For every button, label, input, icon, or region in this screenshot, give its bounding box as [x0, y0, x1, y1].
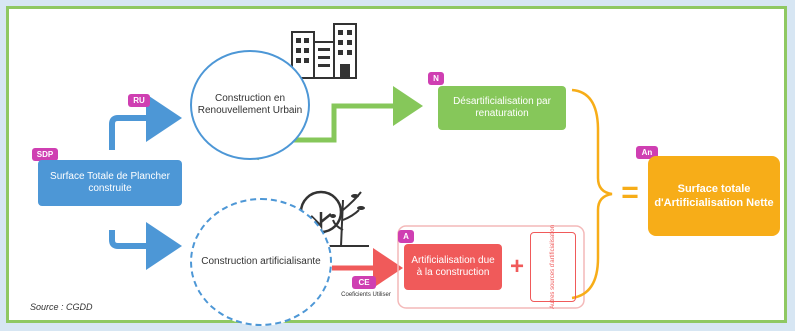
result-box: Surface totale d'Artificialisation Nette	[648, 156, 780, 236]
sdp-tag: SDP	[32, 148, 58, 161]
n-tag: N	[428, 72, 444, 85]
plus-sign: +	[509, 253, 524, 280]
desartificialisation-box: Désartificialisation par renaturation	[438, 86, 566, 130]
equals-sign: =	[621, 176, 639, 209]
ce-tag: CE	[352, 276, 376, 289]
artif-group-outline	[397, 225, 585, 309]
source-label: Source : CGDD	[30, 302, 93, 312]
arrow-sdp-to-ru	[109, 94, 182, 150]
arrow-sdp-to-artif	[109, 222, 182, 270]
a-tag: A	[398, 230, 414, 243]
an-tag: An	[636, 146, 658, 159]
ru-tag: RU	[128, 94, 150, 107]
circle-renouvellement-urbain: Construction en Renouvellement Urbain	[190, 50, 310, 160]
sdp-box: Surface Totale de Plancher construite	[38, 160, 182, 206]
artificialisation-box: Artificialisation due à la construction	[404, 244, 502, 290]
circle-construction-artificialisante: Construction artificialisante	[190, 198, 332, 326]
arrow-ru-to-desartif	[288, 86, 423, 143]
ce-caption: Coeficients Utiliser	[341, 292, 391, 298]
orange-brace	[571, 88, 613, 300]
other-sources-box: Autres sources d'artificialisation	[530, 225, 576, 309]
buildings-icon	[291, 23, 357, 79]
other-sources-label: Autres sources d'artificialisation	[550, 225, 557, 309]
